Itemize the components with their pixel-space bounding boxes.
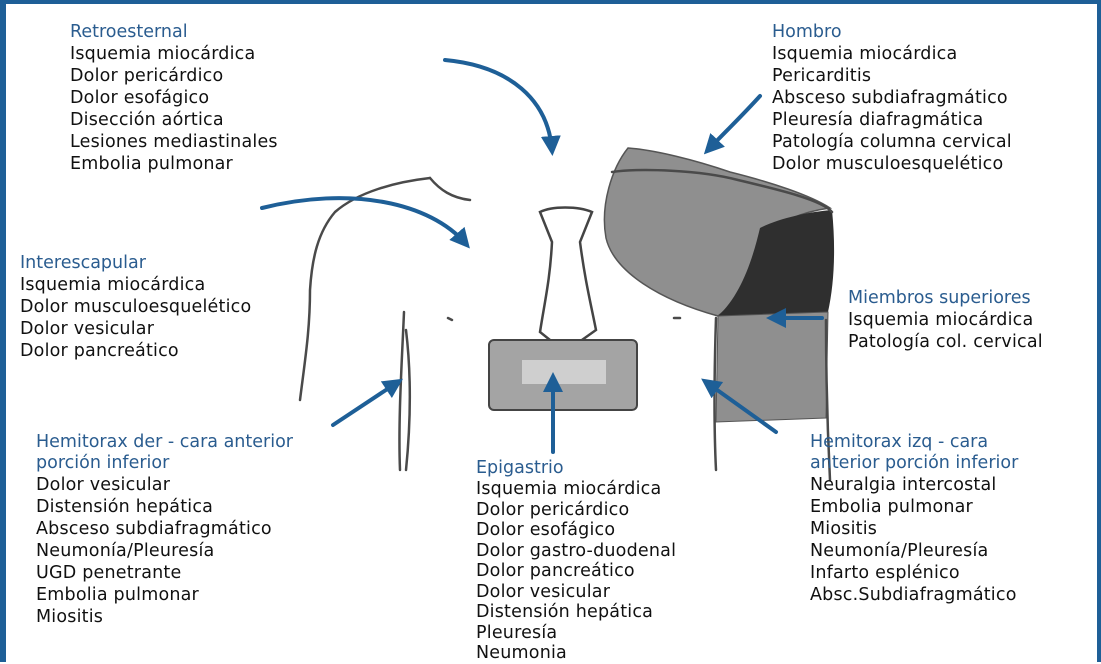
region-epigastrio: Epigastrio Isquemia miocárdica Dolor per… (476, 458, 676, 664)
region-title: Hombro (772, 22, 1012, 43)
region-hemitorax-izq: Hemitorax izq - cara anterior porción in… (810, 432, 1018, 606)
list-item: Absceso subdiafragmático (36, 518, 293, 540)
list-item: Dolor pancreático (476, 561, 676, 582)
list-item: Isquemia miocárdica (20, 274, 251, 296)
list-item: Lesiones mediastinales (70, 131, 278, 153)
list-item: Dolor gastro-duodenal (476, 541, 676, 562)
list-item: Dolor esofágico (476, 520, 676, 541)
region-title: Interescapular (20, 253, 251, 274)
region-miembros-superiores: Miembros superiores Isquemia miocárdica … (848, 288, 1043, 353)
list-item: UGD penetrante (36, 562, 293, 584)
region-title: Hemitorax der - cara anterior (36, 432, 293, 453)
list-item: Pleuresía diafragmática (772, 109, 1012, 131)
region-title: anterior porción inferior (810, 453, 1018, 474)
list-item: Dolor vesicular (476, 582, 676, 603)
region-hemitorax-der: Hemitorax der - cara anterior porción in… (36, 432, 293, 628)
region-title: Retroesternal (70, 22, 278, 43)
list-item: Dolor esofágico (70, 87, 278, 109)
list-item: Neumonía/Pleuresía (36, 540, 293, 562)
arrow-interescapular (262, 198, 466, 244)
list-item: Pleuresía (476, 623, 676, 644)
list-item: Miositis (36, 606, 293, 628)
list-item: Isquemia miocárdica (772, 43, 1012, 65)
arrow-hemitorax-der (333, 382, 398, 425)
list-item: Patología col. cervical (848, 331, 1043, 353)
region-hombro: Hombro Isquemia miocárdica Pericarditis … (772, 22, 1012, 175)
upper-arm-region (716, 312, 828, 422)
list-item: Neumonía/Pleuresía (810, 540, 1018, 562)
sternum-outline (540, 208, 596, 353)
list-item: Distensión hepática (476, 602, 676, 623)
list-item: Neuralgia intercostal (810, 474, 1018, 496)
list-item: Absc.Subdiafragmático (810, 584, 1018, 606)
list-item: Embolia pulmonar (36, 584, 293, 606)
region-interescapular: Interescapular Isquemia miocárdica Dolor… (20, 253, 251, 362)
list-item: Infarto esplénico (810, 562, 1018, 584)
region-title: porción inferior (36, 453, 293, 474)
list-item: Patología columna cervical (772, 131, 1012, 153)
list-item: Distensión hepática (36, 496, 293, 518)
region-title: Hemitorax izq - cara (810, 432, 1018, 453)
list-item: Dolor musculoesquelético (20, 296, 251, 318)
region-title: Miembros superiores (848, 288, 1043, 309)
list-item: Neumonia (476, 643, 676, 664)
arrow-hombro (708, 96, 760, 150)
list-item: Dolor vesicular (36, 474, 293, 496)
list-item: Absceso subdiafragmático (772, 87, 1012, 109)
list-item: Dolor vesicular (20, 318, 251, 340)
arrow-retroesternal (445, 60, 552, 150)
list-item: Embolia pulmonar (70, 153, 278, 175)
region-retroesternal: Retroesternal Isquemia miocárdica Dolor … (70, 22, 278, 175)
list-item: Dolor pericárdico (476, 500, 676, 521)
list-item: Isquemia miocárdica (848, 309, 1043, 331)
list-item: Disección aórtica (70, 109, 278, 131)
list-item: Isquemia miocárdica (70, 43, 278, 65)
list-item: Isquemia miocárdica (476, 479, 676, 500)
list-item: Dolor pancreático (20, 340, 251, 362)
list-item: Miositis (810, 518, 1018, 540)
region-title: Epigastrio (476, 458, 676, 479)
list-item: Pericarditis (772, 65, 1012, 87)
list-item: Dolor pericárdico (70, 65, 278, 87)
list-item: Dolor musculoesquelético (772, 153, 1012, 175)
list-item: Embolia pulmonar (810, 496, 1018, 518)
